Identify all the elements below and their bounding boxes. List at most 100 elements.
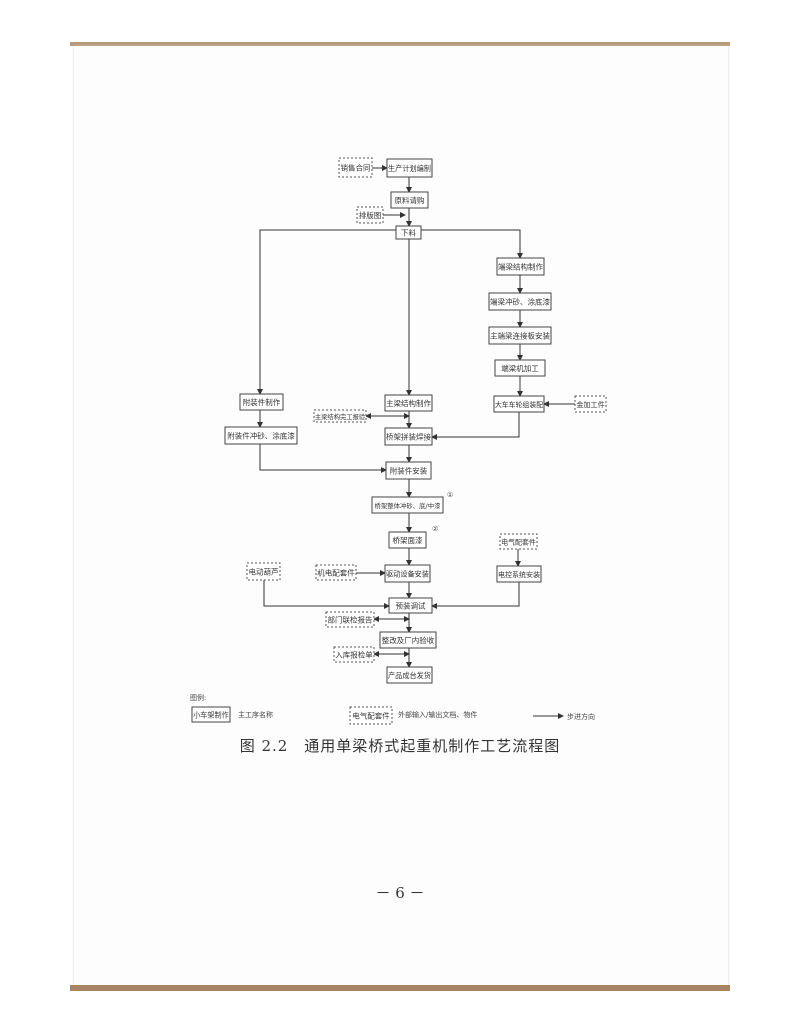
- input-elec-parts: 电气配套件: [499, 533, 538, 550]
- step-bridge-paint-box: [371, 496, 444, 514]
- input-layout-label: 排版图: [359, 210, 382, 220]
- note-mark-m2: ②: [432, 525, 438, 533]
- input-contract-label: 销售合同: [341, 163, 371, 173]
- step-main-make: 主梁结构制作: [384, 394, 433, 412]
- input-contract: 销售合同: [338, 157, 373, 178]
- input-contract-box: [338, 157, 373, 178]
- legend-dashed-sample-box: [349, 706, 393, 725]
- input-hoist-label: 电动葫芦: [249, 567, 279, 577]
- step-ship-box: [386, 666, 433, 684]
- step-end-plate-box: [488, 326, 552, 345]
- step-elec-ctrl-label: 电控系统安装: [498, 570, 540, 579]
- step-acc-make-label: 附装件制作: [243, 397, 281, 407]
- step-cut-box: [395, 225, 422, 240]
- step-pretest: 预装调试: [388, 597, 433, 614]
- step-accept-label: 整改及厂内验收: [382, 635, 435, 645]
- step-end-paint-label: 端梁冲砂、涂底漆: [490, 297, 550, 307]
- step-drive-label: 驱动设备安装: [386, 570, 429, 579]
- step-end-paint: 端梁冲砂、涂底漆: [488, 292, 552, 311]
- legend-dashed-desc: 外部输入/输出文档、物件: [398, 710, 477, 719]
- legend-title: 图例:: [190, 693, 206, 702]
- step-wheel-label: 大车车轮组装配: [495, 400, 543, 409]
- paper-edge-top: [70, 42, 730, 46]
- input-storage-label: 入库报检单: [335, 650, 373, 660]
- step-acc-make: 附装件制作: [239, 393, 284, 411]
- step-acc-install-box: [385, 461, 432, 480]
- step-bridge-paint: 桥架整体冲砂、底/中漆: [371, 496, 444, 514]
- legend-solid-sample-label: 小车架制作: [193, 711, 229, 720]
- input-hoist-box: [246, 562, 281, 581]
- figure-caption: 图 2.2 通用单梁桥式起重机制作工艺流程图: [239, 737, 561, 755]
- step-acc-make-box: [239, 393, 284, 411]
- step-pretest-label: 预装调试: [396, 601, 426, 611]
- step-wheel: 大车车轮组装配: [493, 395, 545, 413]
- step-cut: 下料: [395, 225, 422, 240]
- step-acc-paint-label: 附装件冲砂、涂底漆: [227, 431, 295, 441]
- input-elec-parts-label: 电气配套件: [501, 538, 536, 547]
- flow-arrow: [421, 229, 523, 259]
- input-main-check-label: 主梁结构完工报验: [315, 412, 366, 421]
- input-mech-parts: 机电配套件: [315, 564, 357, 581]
- input-storage: 入库报检单: [333, 646, 375, 663]
- step-accept-box: [379, 631, 437, 649]
- input-layout-box: [356, 206, 384, 224]
- input-joint-report-box: [325, 611, 375, 628]
- input-elec-parts-box: [499, 533, 538, 550]
- input-storage-box: [333, 646, 375, 663]
- step-bridge-weld-box: [384, 427, 433, 446]
- legend-dashed-sample-label: 电气配套件: [352, 711, 390, 721]
- step-end-make-box: [496, 257, 545, 276]
- step-ship-label: 产品成台发货: [388, 671, 431, 680]
- step-elec-ctrl: 电控系统安装: [496, 565, 542, 583]
- flow-arrow: [431, 412, 520, 440]
- input-main-check-box: [313, 409, 367, 423]
- step-bridge-paint-label: 桥架整体冲砂、底/中漆: [375, 501, 442, 510]
- step-pretest-box: [388, 597, 433, 614]
- page-number: － 6 －: [375, 884, 425, 902]
- step-end-plate-label: 主端梁连接板安装: [490, 331, 550, 341]
- step-end-machine-box: [494, 359, 546, 377]
- input-machined-box: [574, 395, 607, 413]
- step-acc-install-label: 附装件安装: [390, 466, 428, 476]
- flow-arrow: [263, 580, 390, 609]
- flow-arrow: [257, 229, 396, 395]
- step-top-paint-box: [388, 531, 427, 549]
- legend-solid-sample: 小车架制作: [191, 706, 231, 723]
- input-hoist: 电动葫芦: [246, 562, 281, 581]
- step-bridge-weld: 桥架拼装焊接: [384, 427, 433, 446]
- step-end-plate: 主端梁连接板安装: [488, 326, 552, 345]
- step-end-make: 端梁结构制作: [496, 257, 545, 276]
- step-top-paint: 桥架面漆: [388, 531, 427, 549]
- input-machined: 金加工件: [574, 395, 607, 413]
- legend-dashed-sample: 电气配套件: [349, 706, 393, 725]
- note-mark-m1: ①: [447, 491, 453, 499]
- step-acc-paint: 附装件冲砂、涂底漆: [224, 426, 298, 445]
- step-drive: 驱动设备安装: [384, 564, 431, 583]
- step-bridge-weld-label: 桥架拼装焊接: [386, 432, 431, 442]
- step-plan-label: 生产计划编制: [388, 164, 431, 173]
- step-ship: 产品成台发货: [386, 666, 433, 684]
- legend-solid-sample-box: [191, 706, 231, 723]
- legend-solid-desc: 主工序名称: [238, 710, 273, 719]
- input-main-check: 主梁结构完工报验: [313, 409, 367, 423]
- input-joint-report-label: 部门联检报告: [328, 615, 373, 625]
- step-cut-label: 下料: [401, 228, 416, 238]
- step-main-make-label: 主梁结构制作: [386, 398, 431, 408]
- step-plan-box: [386, 158, 433, 178]
- step-wheel-box: [493, 395, 545, 413]
- step-main-make-box: [384, 394, 433, 412]
- input-layout: 排版图: [356, 206, 384, 224]
- legend-arrow-desc: 步进方向: [567, 712, 595, 721]
- step-acc-install: 附装件安装: [385, 461, 432, 480]
- step-purchase-label: 原料请购: [395, 195, 425, 205]
- step-accept: 整改及厂内验收: [379, 631, 437, 649]
- flow-arrow: [259, 444, 387, 473]
- input-joint-report: 部门联检报告: [325, 611, 375, 628]
- flow-arrow: [431, 582, 520, 609]
- step-top-paint-label: 桥架面漆: [393, 535, 423, 545]
- step-purchase-box: [390, 191, 429, 209]
- step-end-machine-label: 端梁机加工: [501, 363, 539, 373]
- step-plan: 生产计划编制: [386, 158, 433, 178]
- input-machined-label: 金加工件: [576, 400, 604, 409]
